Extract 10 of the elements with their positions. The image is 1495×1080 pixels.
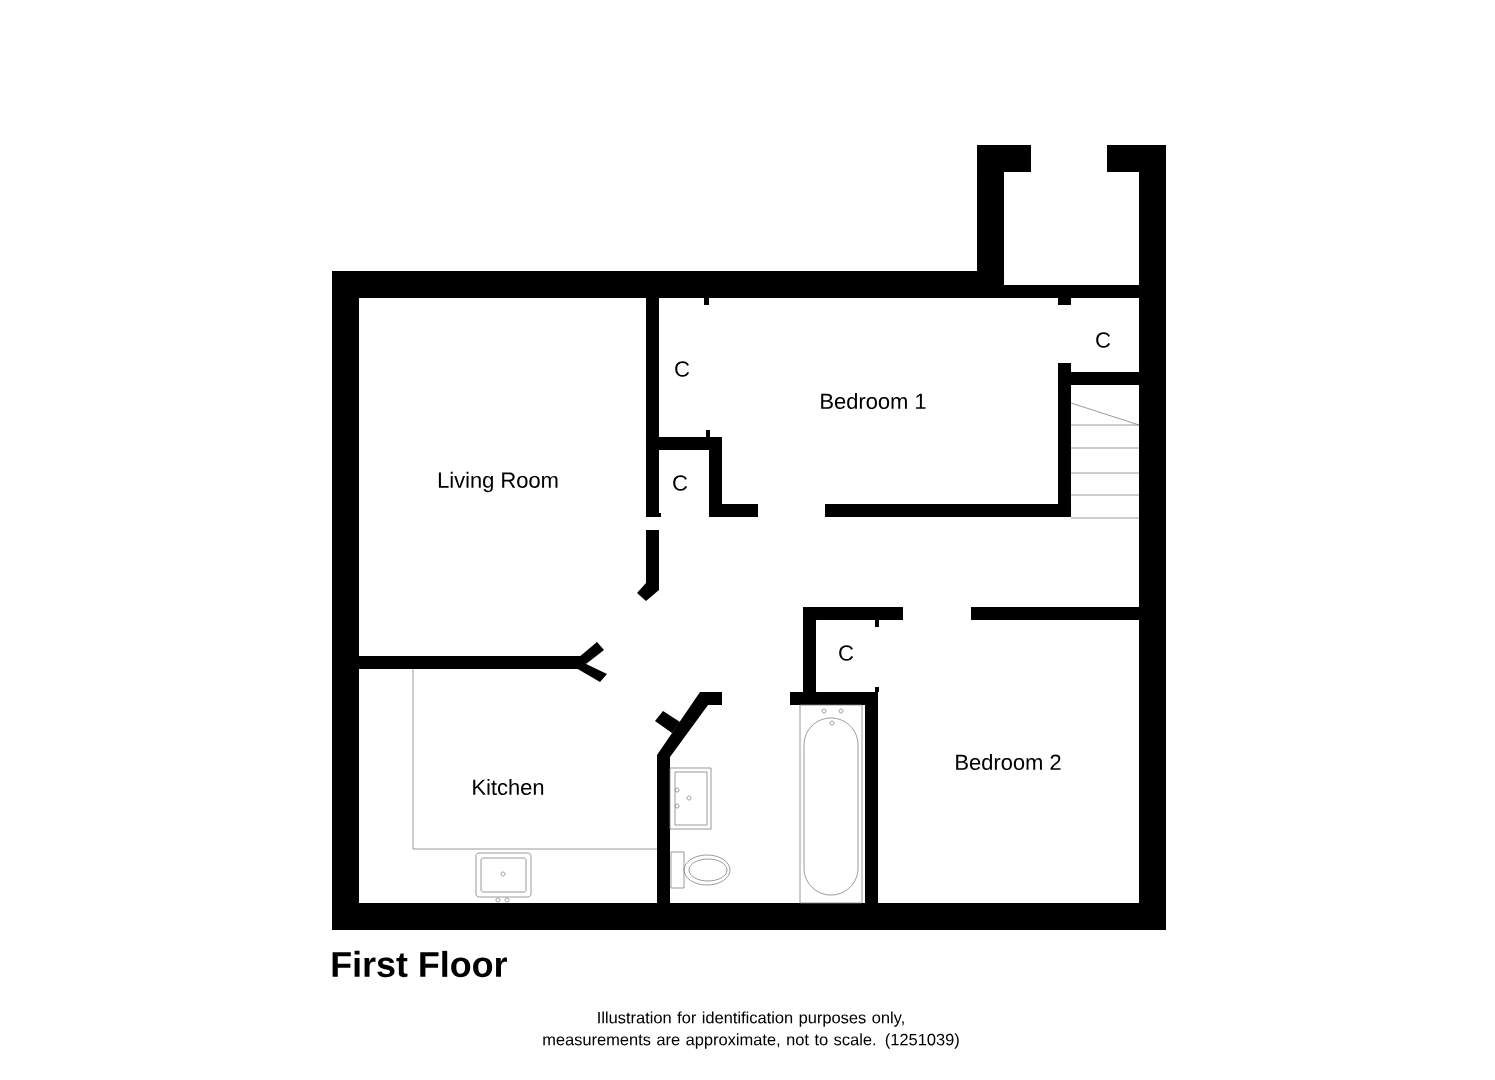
room-label: Living Room — [438, 471, 558, 493]
room-label: C — [839, 645, 854, 661]
room-label: Kitchen — [473, 778, 544, 796]
room-label: Bedroom 2 — [956, 753, 1061, 771]
floor-title: First Floor — [332, 950, 507, 978]
room-label: C — [673, 475, 688, 491]
room-label: C — [1096, 332, 1111, 348]
disclaimer-text: Illustration for identification purposes only, measurements are approximate, not to scale. (1251039) — [543, 1011, 959, 1049]
room-label: C — [675, 361, 690, 377]
room-label: Bedroom 1 — [821, 392, 926, 410]
